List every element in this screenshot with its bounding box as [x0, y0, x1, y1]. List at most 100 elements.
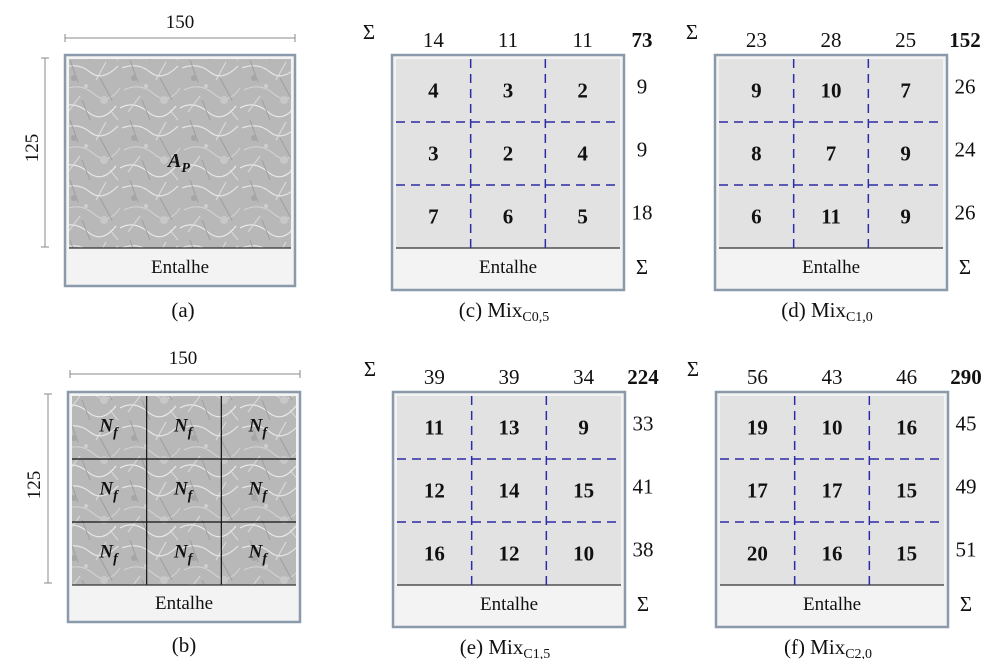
fiber-count-cell: 16: [896, 416, 917, 440]
fiber-count-cell: 5: [577, 205, 588, 229]
fiber-count-cell: 3: [428, 142, 439, 166]
sigma-symbol: Σ: [636, 255, 648, 279]
notch-label: Entalhe: [803, 594, 861, 615]
grid-area: [396, 59, 620, 248]
fiber-count-cell: 16: [822, 542, 843, 566]
fiber-count-cell: 9: [900, 205, 911, 229]
fiber-count-cell: 15: [896, 542, 917, 566]
sigma-symbol: Σ: [637, 592, 649, 616]
nf-cell-label: Nf: [173, 542, 194, 567]
column-sum: 25: [895, 28, 916, 52]
sigma-symbol: Σ: [364, 357, 376, 381]
notch-label: Entalhe: [480, 594, 538, 615]
fiber-count-cell: 3: [503, 79, 514, 103]
fiber-count-cell: 13: [499, 416, 520, 440]
grand-total: 73: [632, 28, 653, 52]
height-label: 125: [24, 471, 45, 500]
nf-cell-label: Nf: [98, 479, 119, 504]
sigma-symbol: Σ: [363, 20, 375, 44]
nf-cell-label: Nf: [248, 479, 269, 504]
grand-total: 152: [949, 28, 981, 52]
column-sum: 34: [573, 365, 595, 389]
row-sum: 9: [637, 75, 648, 99]
fiber-count-cell: 2: [503, 142, 514, 166]
nf-cell-label: Nf: [173, 479, 194, 504]
row-sum: 26: [955, 75, 976, 99]
fiber-count-cell: 2: [577, 79, 588, 103]
fiber-count-cell: 9: [900, 142, 911, 166]
fiber-count-cell: 15: [896, 479, 917, 503]
fiber-count-cell: 10: [821, 79, 842, 103]
row-sum: 18: [632, 201, 653, 225]
column-sum: 46: [896, 365, 917, 389]
row-sum: 45: [956, 412, 977, 436]
column-sum: 23: [746, 28, 767, 52]
nf-cell-label: Nf: [248, 542, 269, 567]
column-sum: 39: [424, 365, 445, 389]
nf-cell-label: Nf: [98, 542, 119, 567]
sigma-symbol: Σ: [959, 255, 971, 279]
grand-total: 290: [950, 365, 982, 389]
sigma-symbol: Σ: [687, 357, 699, 381]
fiber-count-cell: 12: [499, 542, 520, 566]
row-sum: 49: [956, 475, 977, 499]
column-sum: 28: [821, 28, 842, 52]
fiber-count-cell: 10: [573, 542, 594, 566]
fiber-count-cell: 7: [826, 142, 837, 166]
column-sum: 14: [423, 28, 445, 52]
fiber-count-cell: 4: [577, 142, 588, 166]
fiber-count-cell: 11: [821, 205, 841, 229]
area-label: AP: [166, 150, 190, 176]
fiber-count-cell: 16: [424, 542, 445, 566]
row-sum: 9: [637, 138, 648, 162]
fiber-count-cell: 6: [751, 205, 762, 229]
fiber-count-cell: 20: [747, 542, 768, 566]
fiber-count-cell: 4: [428, 79, 439, 103]
caption-a: (a): [171, 298, 194, 322]
grid-area: [720, 396, 944, 585]
column-sum: 56: [747, 365, 768, 389]
row-sum: 33: [633, 412, 654, 436]
fiber-count-cell: 9: [751, 79, 762, 103]
fiber-count-cell: 7: [428, 205, 439, 229]
fracture-surface-photo: [69, 59, 291, 248]
notch-label: Entalhe: [802, 257, 860, 278]
fiber-count-cell: 6: [503, 205, 514, 229]
fiber-count-cell: 12: [424, 479, 445, 503]
column-sum: 11: [573, 28, 593, 52]
column-sum: 11: [498, 28, 518, 52]
caption-d: (d) MixC1,0: [781, 298, 873, 325]
fiber-count-cell: 17: [747, 479, 768, 503]
fiber-count-cell: 11: [424, 416, 444, 440]
caption-f: (f) MixC2,0: [784, 635, 872, 659]
notch-label: Entalhe: [151, 257, 209, 278]
fiber-count-cell: 15: [573, 479, 594, 503]
fiber-count-cell: 7: [900, 79, 911, 103]
notch-label: Entalhe: [479, 257, 537, 278]
caption-e: (e) MixC1,5: [460, 635, 550, 659]
row-sum: 24: [955, 138, 977, 162]
nf-cell-label: Nf: [173, 416, 194, 441]
caption-b: (b): [172, 633, 197, 657]
row-sum: 51: [956, 538, 977, 562]
caption-c: (c) MixC0,5: [459, 298, 549, 325]
nf-cell-label: Nf: [248, 416, 269, 441]
grid-area: [397, 396, 621, 585]
column-sum: 43: [822, 365, 843, 389]
grid-area: [719, 59, 943, 248]
fiber-count-cell: 17: [822, 479, 843, 503]
fiber-count-cell: 19: [747, 416, 768, 440]
sigma-symbol: Σ: [960, 592, 972, 616]
fiber-count-cell: 10: [822, 416, 843, 440]
nf-cell-label: Nf: [98, 416, 119, 441]
fiber-count-cell: 9: [578, 416, 589, 440]
width-label: 150: [169, 348, 198, 369]
fiber-count-cell: 14: [499, 479, 521, 503]
fiber-count-cell: 8: [751, 142, 762, 166]
sigma-symbol: Σ: [686, 20, 698, 44]
